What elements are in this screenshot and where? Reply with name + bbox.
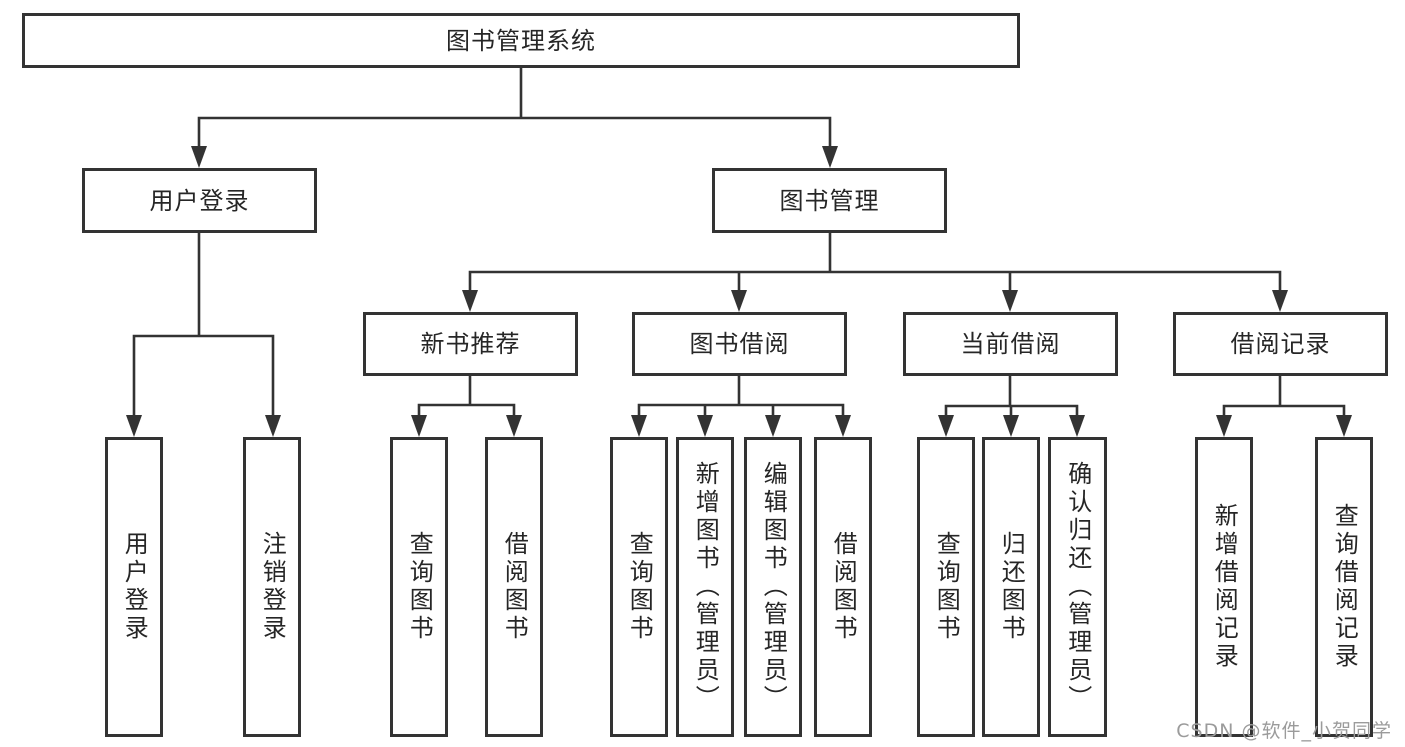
leaf-query-books-recommend: 查询图书 bbox=[390, 437, 448, 737]
connector-borrow-records-to-leaves bbox=[1216, 374, 1352, 437]
leaf-query-books-current: 查询图书 bbox=[917, 437, 975, 737]
leaf-add-book-admin: 新增图书（管理员） bbox=[676, 437, 734, 737]
leaf-return-book: 归还图书 bbox=[982, 437, 1040, 737]
node-borrow-records: 借阅记录 bbox=[1173, 312, 1388, 376]
node-book-borrowing: 图书借阅 bbox=[632, 312, 847, 376]
leaf-logout: 注销登录 bbox=[243, 437, 301, 737]
node-user-login: 用户登录 bbox=[82, 168, 317, 233]
leaf-user-login: 用户登录 bbox=[105, 437, 163, 737]
connector-current-borrowing-to-leaves bbox=[938, 374, 1085, 437]
node-book-management: 图书管理 bbox=[712, 168, 947, 233]
node-new-book-recommendation: 新书推荐 bbox=[363, 312, 578, 376]
connector-new-book-to-leaves bbox=[411, 374, 522, 437]
leaf-borrow-books-recommend: 借阅图书 bbox=[485, 437, 543, 737]
leaf-edit-book-admin: 编辑图书（管理员） bbox=[744, 437, 802, 737]
connector-user-login-to-leaves bbox=[126, 231, 281, 437]
leaf-add-borrow-record: 新增借阅记录 bbox=[1195, 437, 1253, 737]
connector-book-borrowing-to-leaves bbox=[631, 374, 851, 437]
leaf-confirm-return-admin: 确认归还（管理员） bbox=[1048, 437, 1107, 737]
node-root-library-system: 图书管理系统 bbox=[22, 13, 1020, 68]
connector-book-management-to-level3 bbox=[462, 231, 1288, 312]
csdn-watermark: CSDN @软件_小贺同学 bbox=[1176, 720, 1392, 742]
leaf-query-books-borrowing: 查询图书 bbox=[610, 437, 668, 737]
node-current-borrowing: 当前借阅 bbox=[903, 312, 1118, 376]
connector-root-to-level2 bbox=[191, 66, 838, 168]
leaf-query-borrow-record: 查询借阅记录 bbox=[1315, 437, 1373, 737]
leaf-borrow-books-borrowing: 借阅图书 bbox=[814, 437, 872, 737]
